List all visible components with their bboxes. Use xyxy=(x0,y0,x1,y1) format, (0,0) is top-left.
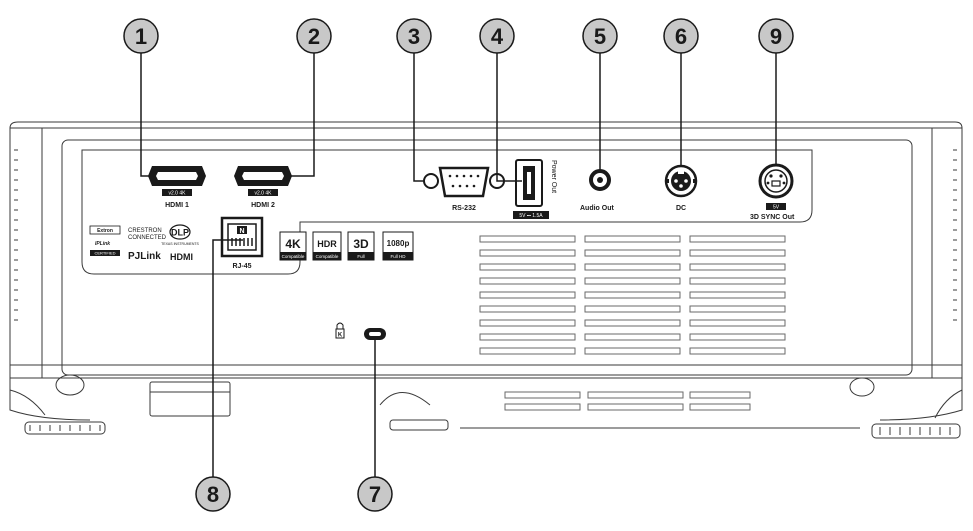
callout-number: 8 xyxy=(207,482,219,507)
bottom-vent xyxy=(504,391,751,411)
hdmi-logo: HDMI xyxy=(170,252,193,262)
callout-number: 2 xyxy=(308,24,320,49)
leader-lines xyxy=(140,52,777,478)
svg-text:HDR: HDR xyxy=(317,239,337,249)
certified-logo: CERTIFIED xyxy=(94,251,115,256)
pjlink-logo: PJLink xyxy=(128,251,161,262)
iplink-logo: IPLink xyxy=(95,241,110,247)
callout-number: 5 xyxy=(594,24,606,49)
svg-text:3D: 3D xyxy=(353,237,369,251)
callout-circle xyxy=(296,18,332,54)
vent-grille xyxy=(479,235,786,355)
io-panel xyxy=(81,149,813,275)
svg-text:Compatible: Compatible xyxy=(316,254,339,259)
foot-right xyxy=(849,377,963,439)
projector-base xyxy=(9,378,963,431)
extron-logo: Extron xyxy=(97,228,113,234)
callout-1: 1 xyxy=(123,18,159,54)
badge-1080p: 1080p Full HD xyxy=(382,231,414,261)
callout-circle xyxy=(582,18,618,54)
callout-number: 3 xyxy=(408,24,420,49)
crestron-logo-1: CRESTRON xyxy=(128,228,162,234)
power-out-port[interactable]: Power Out 5V ⎓ 1.5A xyxy=(513,159,557,219)
rs232-port[interactable]: RS-232 xyxy=(423,166,505,212)
callout-2: 2 xyxy=(296,18,332,54)
ti-logo: TEXAS INSTRUMENTS xyxy=(161,242,199,246)
rj45-port[interactable]: N RJ-45 xyxy=(220,216,264,270)
callout-circle xyxy=(663,18,699,54)
dc-label: DC xyxy=(676,205,686,212)
badges: 4K Compatible HDR Compatible 3D Full 108… xyxy=(279,231,414,261)
svg-text:Full: Full xyxy=(357,254,364,259)
callout-5: 5 xyxy=(582,18,618,54)
rj45-label: RJ-45 xyxy=(232,263,251,270)
callout-circle xyxy=(195,476,231,512)
badge-3d: 3D Full xyxy=(347,231,375,261)
sync3d-port[interactable]: 5V 3D SYNC Out xyxy=(750,163,795,221)
hdmi1-port[interactable]: v2.0 4K HDMI 1 xyxy=(148,166,206,209)
sync3d-spec: 5V xyxy=(773,205,780,211)
dlp-logo-ring xyxy=(169,224,191,240)
svg-text:Audio Out: Audio Out xyxy=(580,205,614,212)
hdmi2-port[interactable]: v2.0 4K HDMI 2 xyxy=(234,166,292,209)
svg-text:K: K xyxy=(338,333,343,339)
crestron-logo-2: CONNECTED xyxy=(128,235,167,241)
hdmi1-spec: v2.0 4K xyxy=(169,191,187,197)
callout-circle xyxy=(396,18,432,54)
hdmi2-spec: v2.0 4K xyxy=(255,191,273,197)
sync3d-label-bold: 3D SYNC xyxy=(750,214,780,221)
audio-out-label-bold: Audio xyxy=(580,205,600,212)
audio-out-port[interactable]: Audio Out xyxy=(580,169,614,212)
sync3d-label-rest: Out xyxy=(780,214,795,221)
dc-port[interactable]: DC xyxy=(664,164,698,212)
svg-text:Compatible: Compatible xyxy=(282,254,305,259)
audio-out-label-rest: Out xyxy=(600,205,615,212)
kensington-lock[interactable]: K xyxy=(335,322,386,340)
callout-number: 1 xyxy=(135,24,147,49)
callout-circle xyxy=(357,476,393,512)
foot-left xyxy=(9,374,106,435)
callout-4: 4 xyxy=(479,18,515,54)
callout-circle xyxy=(758,18,794,54)
callout-7: 7 xyxy=(357,476,393,512)
right-grille xyxy=(953,149,957,321)
callout-circle xyxy=(479,18,515,54)
dlp-logo: DLP xyxy=(171,228,189,238)
logos-block: Extron IPLink CERTIFIED CRESTRON CONNECT… xyxy=(89,224,200,262)
callout-number: 6 xyxy=(675,24,687,49)
svg-text:1080p: 1080p xyxy=(387,239,410,248)
callout-number: 9 xyxy=(770,24,782,49)
callout-8: 8 xyxy=(195,476,231,512)
badge-4k: 4K Compatible xyxy=(279,231,307,261)
rs232-label: RS-232 xyxy=(452,205,476,212)
left-grille xyxy=(14,149,18,321)
svg-text:3D SYNC Out: 3D SYNC Out xyxy=(750,214,795,221)
power-out-spec: 5V ⎓ 1.5A xyxy=(519,213,543,219)
power-out-label: Power Out xyxy=(550,160,557,193)
rj45-pin: N xyxy=(239,228,244,235)
hdmi2-label: HDMI 2 xyxy=(251,202,275,209)
callout-6: 6 xyxy=(663,18,699,54)
badge-hdr: HDR Compatible xyxy=(312,231,342,261)
callout-circle xyxy=(123,18,159,54)
hdmi1-label: HDMI 1 xyxy=(165,202,189,209)
callout-9: 9 xyxy=(758,18,794,54)
callout-3: 3 xyxy=(396,18,432,54)
callout-number: 4 xyxy=(491,24,504,49)
callout-number: 7 xyxy=(369,482,381,507)
svg-text:Full HD: Full HD xyxy=(390,254,406,259)
svg-text:4K: 4K xyxy=(285,237,301,251)
